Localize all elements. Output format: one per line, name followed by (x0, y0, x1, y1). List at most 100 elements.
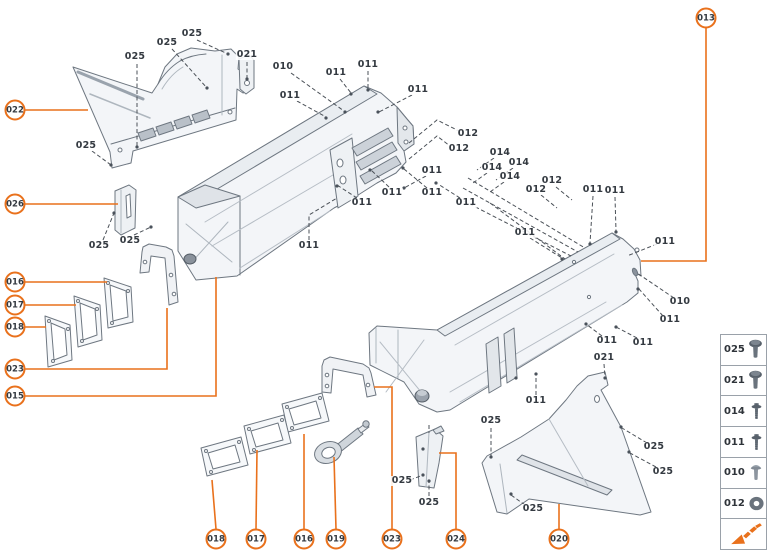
leader-line (25, 277, 217, 397)
leader-line (211, 479, 217, 530)
leader-line (91, 150, 112, 166)
leader-line (629, 452, 657, 468)
leader-line (374, 386, 393, 529)
part-ref-label-025: 025 (521, 503, 545, 515)
part-ref-label-011: 011 (420, 187, 444, 199)
leader-line (370, 169, 390, 188)
callout-016[interactable]: 016 (4, 271, 26, 293)
legend-item-code: 012 (724, 497, 745, 509)
callout-026[interactable]: 026 (4, 193, 26, 215)
callout-018[interactable]: 018 (205, 528, 227, 550)
part-ref-label-011: 011 (658, 314, 682, 326)
washer-icon (747, 492, 766, 515)
leader-line (333, 456, 337, 530)
legend-item-code: 014 (724, 405, 745, 417)
leader-line (255, 449, 258, 530)
leader-line (603, 363, 606, 378)
part-ref-label-014: 014 (488, 147, 512, 159)
legend-item-012[interactable]: 012 (721, 488, 766, 520)
leader-line (472, 172, 488, 184)
part-ref-label-011: 011 (631, 337, 655, 349)
part-ref-label-014: 014 (498, 171, 522, 183)
leader-line (510, 494, 526, 506)
leader-line (626, 243, 658, 257)
leader-line (540, 194, 558, 209)
part-ref-label-010: 010 (668, 296, 692, 308)
part-ref-label-025: 025 (479, 415, 503, 427)
callout-016[interactable]: 016 (293, 528, 315, 550)
part-gasket-set-bottom (200, 392, 330, 477)
callout-023[interactable]: 023 (381, 528, 403, 550)
callout-023[interactable]: 023 (4, 358, 26, 380)
part-ref-label-021: 021 (592, 352, 616, 364)
callout-022[interactable]: 022 (4, 99, 26, 121)
leader-line (589, 195, 594, 244)
leader-line (408, 135, 451, 160)
brand-arrow-logo-icon (729, 522, 764, 546)
callout-017[interactable]: 017 (245, 528, 267, 550)
leader-line (403, 168, 428, 189)
part-ref-label-012: 012 (524, 184, 548, 196)
part-ref-label-011: 011 (350, 197, 374, 209)
part-flag-bracket (238, 54, 255, 95)
part-ref-label-025: 025 (74, 140, 98, 152)
legend-item-010[interactable]: 010 (721, 457, 766, 489)
part-ref-label-011: 011 (524, 395, 548, 407)
leader-line (290, 72, 345, 112)
leader-line (296, 100, 327, 118)
part-ref-label-011: 011 (278, 90, 302, 102)
legend-brand-logo (721, 519, 766, 550)
part-ref-label-012: 012 (540, 175, 564, 187)
part-ref-label-012: 012 (447, 143, 471, 155)
leader-line (555, 186, 573, 201)
legend-item-021[interactable]: 021 (721, 365, 766, 397)
leader-line (638, 288, 664, 317)
part-ref-label-011: 011 (380, 187, 404, 199)
callout-013[interactable]: 013 (695, 7, 717, 29)
part-ref-label-025: 025 (118, 235, 142, 247)
fastener-position-dots (109, 52, 640, 496)
part-ref-label-011: 011 (324, 67, 348, 79)
part-ref-label-011: 011 (297, 240, 321, 252)
legend-item-025[interactable]: 025 (721, 335, 766, 366)
part-frame-rail-right (368, 232, 642, 413)
leader-line (403, 175, 427, 189)
callout-019[interactable]: 019 (325, 528, 347, 550)
part-ref-label-025: 025 (417, 497, 441, 509)
leader-line (529, 237, 563, 259)
part-ref-label-011: 011 (595, 335, 619, 347)
part-ref-label-025: 025 (642, 441, 666, 453)
part-ref-label-025: 025 (123, 51, 147, 63)
callout-020[interactable]: 020 (548, 528, 570, 550)
screw-pan-head-icon (747, 337, 764, 362)
leader-line (408, 119, 460, 144)
leader-line (196, 39, 229, 55)
leader-line (467, 177, 586, 249)
part-ref-label-014: 014 (480, 162, 504, 174)
leader-line (171, 48, 208, 89)
part-support-bracket-left (72, 47, 253, 169)
part-ref-label-012: 012 (456, 128, 480, 140)
part-ref-label-011: 011 (406, 84, 430, 96)
part-ref-label-025: 025 (390, 475, 414, 487)
leader-line (615, 326, 638, 339)
part-small-bracket (114, 184, 137, 236)
callout-017[interactable]: 017 (4, 294, 26, 316)
part-support-bracket-right (481, 371, 652, 516)
leader-line (614, 196, 617, 232)
legend-item-011[interactable]: 011 (721, 427, 766, 458)
part-ref-label-025: 025 (155, 37, 179, 49)
legend-item-014[interactable]: 014 (721, 396, 766, 428)
part-ref-label-011: 011 (420, 165, 444, 177)
leader-line (489, 181, 505, 193)
leader-line (308, 197, 338, 240)
callout-015[interactable]: 015 (4, 385, 26, 407)
bolt-hex-flange-icon (749, 430, 764, 455)
part-ref-label-010: 010 (271, 61, 295, 73)
leader-line (437, 183, 461, 199)
callout-024[interactable]: 024 (445, 528, 467, 550)
callout-018[interactable]: 018 (4, 316, 26, 338)
leader-line (336, 184, 358, 199)
